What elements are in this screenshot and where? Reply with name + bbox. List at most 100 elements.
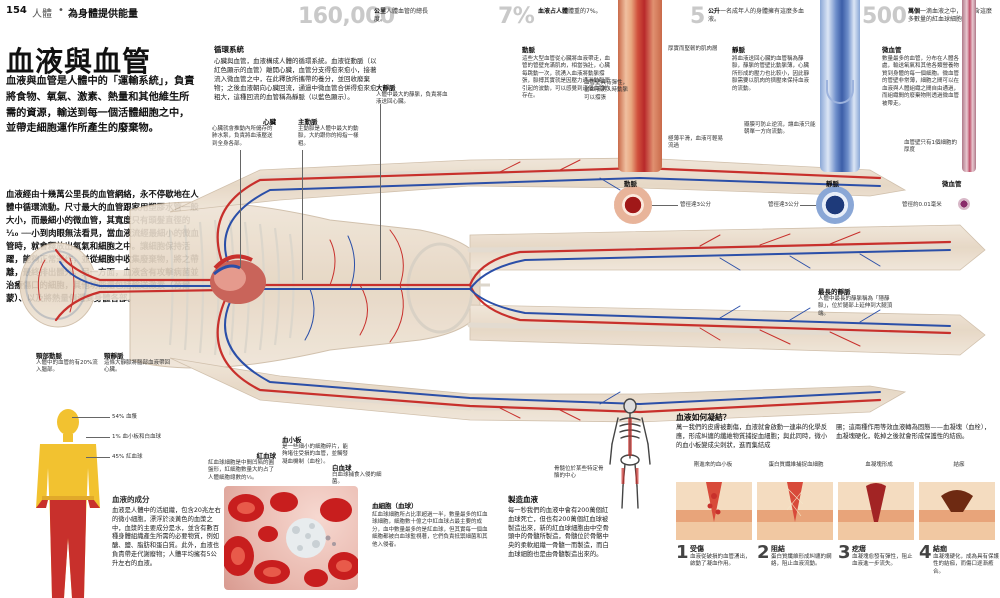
vena-title: 大靜脈 <box>376 84 396 92</box>
vein-network <box>59 176 951 406</box>
clotting-title: 血液如何凝結？ <box>676 413 731 422</box>
longest-vein-text: 人體中最長的靜脈稱為「隱靜脈」，位於腿部上延伸到大腿頂端。 <box>818 296 893 317</box>
stat-1-number: 160,000 <box>298 4 395 29</box>
red-cell-label: 紅血球 紅血球細胞是中間凹陷的圓盤形，紅細胞數量大約占了人體細胞總數的⅓。 <box>208 450 276 482</box>
aorta-text: 主動脈是人體中最大的動脈，大約跟你的拇指一樣粗。 <box>298 126 359 147</box>
artery-diameter-leader <box>652 205 678 206</box>
clot-step-1-title: 受傷 <box>690 545 704 553</box>
blood-composition-text: 血液是人體中的活組織，包含20兆左右的微小細胞，漂浮於淡黃色的血漿之中，血漿的主… <box>112 507 221 567</box>
capillary-tube-illustration <box>962 0 976 172</box>
clot-step-2-body: 阻結 蛋白質纖維形成糾纏的網絡，阻止血液流動。 <box>771 544 835 569</box>
capillary-section-label: 微血管 <box>942 180 962 188</box>
capillary-title: 微血管 <box>882 46 902 54</box>
clot-step-2-text: 蛋白質纖維形成糾纏的網絡，阻止血液流動。 <box>771 554 832 568</box>
clot-step-4-text: 血凝塊硬化，成為具有保護性的結痂，而傷口逐漸癒合。 <box>933 554 1000 575</box>
label-fibers: 蛋白質纖維捕捉血細胞 <box>768 462 824 468</box>
pct-plasma: 54% 血漿 <box>112 414 137 420</box>
thrombus-title: 血細胞（血球） <box>372 502 418 510</box>
heart-label: 心臟 心臟就會推動內所儲存的肺水泵，負責將血液壓送到全身各部。 <box>212 116 276 148</box>
clot-step-2-num: 2 <box>757 542 770 563</box>
thrombus-text: 紅血球細胞所占比率超過一半，數量最多的紅血球細胞，細胞數十億之中紅血球占最主要的… <box>372 512 488 548</box>
page-number: 154 <box>6 5 27 16</box>
white-cell-text: 白血球捕食入侵的細菌。 <box>332 472 382 486</box>
clot-step-3-num: 3 <box>838 542 851 563</box>
vein-block: 靜脈 將血液送回心臟的血管稱為靜脈，靜脈的管壁比動脈薄，心臟所形成的壓力也比較小… <box>732 44 814 93</box>
stat-2: 7% 血液占人體體重的7%。 <box>498 4 608 29</box>
label-platelets: 剛進來的血小板 <box>693 462 733 468</box>
pct-plasma-leader <box>72 417 110 418</box>
artery-tube-illustration <box>618 0 662 172</box>
pct-red-leader <box>86 457 110 458</box>
artery-network <box>37 159 952 421</box>
vein-diameter: 管徑達3公分 <box>768 202 799 208</box>
clot-step-4-title: 結痂 <box>933 545 947 553</box>
stat-3: 5 公升一名成年人的身體擁有這麼多血液。 <box>690 4 810 29</box>
clotting-text-left: 萬一我們的皮膚被劃傷，血液就會啟動一連串的化學反應，形成糾纏的纖維物質捕捉血細胞… <box>676 424 828 449</box>
clotting-panel-3 <box>838 482 914 540</box>
section-dot: • <box>58 5 64 16</box>
neck-artery-label: 頸部動脈 人體中的血管約有20%流入腦部。 <box>36 350 102 375</box>
clot-step-1-text: 血液從破損的血管湧出，啟動了凝血作用。 <box>690 554 751 568</box>
vena-label: 大靜脈 人體中最大的靜脈，負責將血液送回心臟。 <box>376 82 450 107</box>
pct-platelets-leader <box>86 437 110 438</box>
clot-step-1-body: 受傷 血液從破損的血管湧出，啟動了凝血作用。 <box>690 544 754 569</box>
blood-production-title: 製造血液 <box>508 495 538 504</box>
vein-cross-section <box>816 186 854 224</box>
red-cell-text: 紅血球細胞是中間凹陷的圓盤形，紅細胞數量大約占了人體細胞總數的⅓。 <box>208 460 275 481</box>
clot-step-4-body: 結痂 血凝塊硬化，成為具有保護性的結痂，而傷口逐漸癒合。 <box>933 544 999 576</box>
white-cell-title: 白血球 <box>332 464 352 472</box>
circulatory-body-illustration <box>19 157 986 423</box>
aorta-label: 主動脈 主動脈是人體中最大的動脈，大約跟你的拇指一樣粗。 <box>298 116 368 148</box>
blood-composition-block: 血液的成分 血液是人體中的活組織，包含20兆左右的微小細胞，漂浮於淡黃色的血漿之… <box>112 494 222 569</box>
artery-inner-label: 血管壁具有彈性，當血液湧入時動脈可以撐張 <box>584 80 629 101</box>
blood-composition-title: 血液的成分 <box>112 495 150 504</box>
aorta-title: 主動脈 <box>298 118 318 126</box>
thrombus-block: 血細胞（血球） 紅血球細胞所占比率超過一半，數量最多的紅血球細胞，細胞數十億之中… <box>372 500 492 549</box>
artery-section-label: 動脈 <box>624 180 637 188</box>
longest-vein-title: 最長的靜脈 <box>818 288 851 296</box>
clotting-panel-4 <box>919 482 995 540</box>
neck-vein-text: 這條大靜脈將腦部血液帶回心臟。 <box>104 360 171 374</box>
clot-step-3-title: 疙瘩 <box>852 545 866 553</box>
neck-vein-label: 頸靜脈 這條大靜脈將腦部血液帶回心臟。 <box>104 350 174 375</box>
human-figure-blood <box>36 409 100 598</box>
red-cell-title: 紅血球 <box>256 452 277 460</box>
neck-vein-title: 頸靜脈 <box>104 352 124 360</box>
longest-vein-label: 最長的靜脈 人體中最長的靜脈稱為「隱靜脈」，位於腿部上延伸到大腿頂端。 <box>818 286 902 318</box>
clot-step-3-text: 血凝塊愈發有彈性，阻止血液進一步流失。 <box>852 554 913 568</box>
vein-section-label: 靜脈 <box>826 180 839 188</box>
section-name: 人體 <box>32 9 52 20</box>
capillary-cross-section <box>958 198 970 210</box>
vena-leader <box>380 104 381 280</box>
stat-4-text: 萬個一滴血液之中，就包含這麼多數量的紅血球細胞。 <box>908 8 993 23</box>
stat-4-number: 500 <box>862 4 907 29</box>
clotting-panel-2 <box>757 482 833 540</box>
artery-text: 這些大型血管從心臟將血液帶走，血管的管壁充滿肌肉，相當強壯，心臟每跳動一次，就湧… <box>522 56 611 100</box>
aorta-leader <box>302 150 303 280</box>
clot-step-3-body: 疙瘩 血凝塊愈發有彈性，阻止血液進一步流失。 <box>852 544 916 569</box>
vein-title: 靜脈 <box>732 46 745 54</box>
artery-title: 動脈 <box>522 46 535 54</box>
capillary-block: 微血管 數量最多的血管，分布在人體各處，輸送氧氣和其他各類營養物質到身體的每一個… <box>882 44 962 108</box>
pct-platelets: 1% 血小板和白血球 <box>112 434 161 440</box>
blood-cells-art <box>224 492 358 587</box>
stat-1-text: 公里人體血管的總長度。 <box>374 8 429 23</box>
circulation-block: 循環系統 心臟與血管，血液構成人體的循環系統。血液從動脈（以紅色顯示的血管）離開… <box>214 44 382 102</box>
bone-marrow-label: 骨髓位於某些特定骨骼的中心 <box>554 466 604 480</box>
clot-step-2-title: 阻結 <box>771 545 785 553</box>
artery-cross-section <box>614 186 652 224</box>
stat-3-text: 公升一名成年人的身體擁有這麼多血液。 <box>708 8 805 23</box>
vena-text: 人體中最大的靜脈，負責將血液送回心臟。 <box>376 92 448 106</box>
stat-2-number: 7% <box>498 4 535 29</box>
blood-cells-micrograph <box>224 486 358 590</box>
page-title: 血液與血管 <box>6 45 152 78</box>
clotting-panels <box>676 482 995 540</box>
circulation-text: 心臟與血管，血液構成人體的循環系統。血液從動脈（以紅色顯示的血管）離開心臟，血管… <box>214 57 377 102</box>
blood-production-block: 製造血液 每一秒我們的血液中會有200萬個紅血球死亡，但也有200萬個紅血球被製… <box>508 494 612 560</box>
platelet-title: 血小板 <box>282 436 302 444</box>
pct-red: 45% 紅血球 <box>112 454 143 460</box>
stat-4: 500 萬個一滴血液之中，就包含這麼多數量的紅血球細胞。 <box>862 4 1000 29</box>
artery-wall-label: 厚實而堅韌的肌肉層 <box>668 46 718 52</box>
white-cell-label: 白血球 白血球捕食入侵的細菌。 <box>332 462 392 487</box>
header-bar: 154 人體 • 為身體提供能量 <box>0 0 610 22</box>
